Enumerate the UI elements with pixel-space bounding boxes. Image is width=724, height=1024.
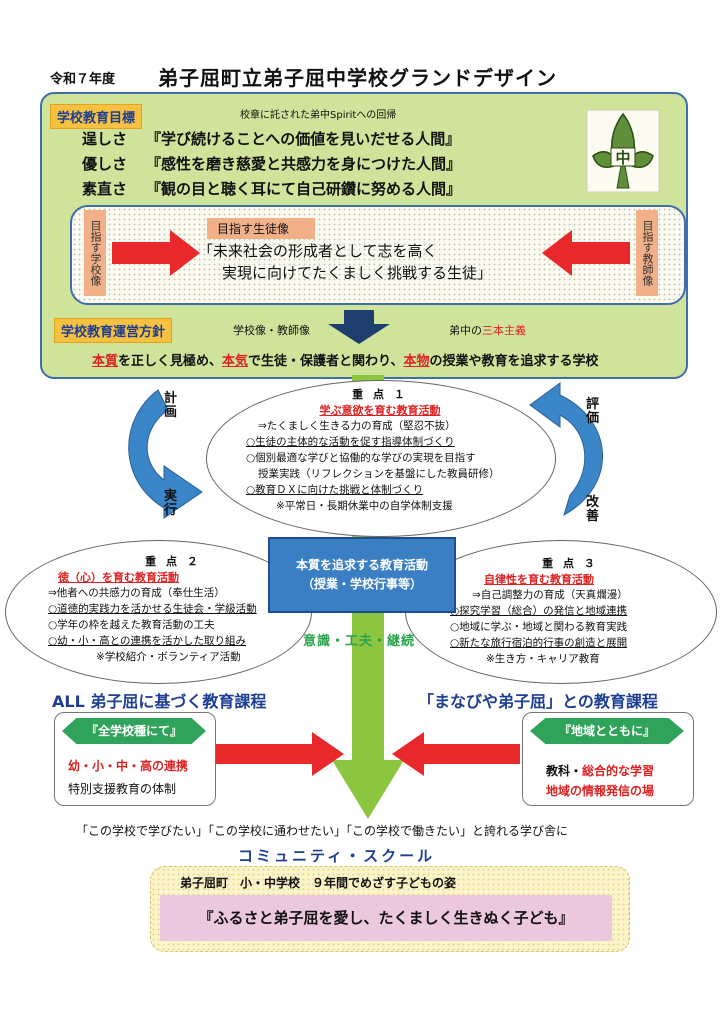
focus2-line: ⇒他者への共感力の育成（奉仕生活）	[48, 587, 225, 599]
focus3-line: ※生き方・キャリア教育	[486, 653, 600, 665]
goals-tag: 学校教育目標	[50, 104, 143, 129]
ideal-student-line1: 「未来社会の形成者として志を高く	[198, 242, 438, 260]
right-curriculum-line1b: 総合的な学習	[582, 764, 655, 778]
focus1-line: ○教育ＤＸに向けた挑戦と体制づくり	[246, 484, 424, 496]
focus2-title: 徳（心）を育む教育活動	[58, 571, 179, 584]
goal-key: 優しさ	[82, 155, 128, 173]
ideal-student-tag: 目指す生徒像	[207, 218, 316, 239]
goal-text: 『観の目と聴く耳にて自己研鑽に努める人間』	[146, 180, 462, 198]
policy-text: で生徒・保護者と関わり、	[248, 354, 404, 369]
policy-text: を正しく見極め、	[118, 354, 223, 369]
focus3-content: 重 点 ３ 自律性を育む教育活動 ⇒自己調整力の育成（天真爛漫） ○探究学習（総…	[450, 555, 690, 667]
focus1-head: 重 点 １	[352, 388, 408, 401]
management-sub2: 弟中の三本主義	[449, 322, 526, 338]
ideal-panel	[70, 205, 686, 305]
goals-subtitle: 校章に託された弟中Spiritへの回帰	[240, 110, 397, 121]
left-curriculum-line2: 特別支援教育の体制	[68, 782, 177, 796]
policy-keyword: 本気	[222, 354, 249, 369]
cycle-plan: 計画	[164, 391, 178, 420]
left-curriculum-line1: 幼・小・中・高の連携	[68, 759, 189, 773]
focus2-line: ○道徳的実践力を活かせる生徒会・学級活動	[48, 603, 257, 615]
management-policy-line: 本質を正しく見極め、本気で生徒・保護者と関わり、本物の授業や教育を追求する学校	[92, 350, 599, 369]
focus1-ellipse	[206, 380, 556, 537]
focus3-head: 重 点 ３	[542, 557, 598, 570]
goal-row-1: 逞しさ『学び続けることへの価値を見いだせる人間』	[82, 128, 460, 149]
focus1-line: 授業実践（リフレクションを基盤にした教員研修）	[258, 468, 500, 480]
right-curriculum-heading: 「まなびや弟子屈」との教育課程	[418, 692, 658, 711]
focus2-ellipse	[5, 540, 312, 684]
vision-goal: 『ふるさと弟子屈を愛し、たくましく生きぬく子ども』	[160, 895, 612, 941]
focus3-line: ○新たな旅行宿泊的行事の創造と展開	[450, 637, 628, 649]
pdca-right-arrow-icon	[529, 382, 603, 517]
left-arrow-icon	[392, 732, 520, 776]
left-curriculum-heading: ALL 弟子屈に基づく教育課程	[52, 692, 267, 711]
focus1-content: 重 点 １ 学ぶ意欲を育む教育活動 ⇒たくましく生きる力の育成（堅忍不抜） ○生…	[236, 386, 524, 514]
cycle-act: 改善	[586, 495, 600, 524]
right-arrow-icon	[216, 732, 344, 776]
management-sub2-red: 三本主義	[482, 324, 526, 337]
focus2-line: ○幼・小・高との連携を活かした取り組み	[48, 635, 247, 647]
focus3-ellipse	[405, 540, 717, 684]
goal-row-3: 素直さ『観の目と聴く耳にて自己研鑽に努める人間』	[82, 178, 461, 199]
down-arrow-icon	[328, 310, 390, 344]
left-arrow-icon	[542, 230, 630, 276]
policy-text: の授業や教育を追求する学校	[429, 354, 599, 369]
focus2-head: 重 点 ２	[145, 555, 201, 568]
school-emblem-icon: 中	[586, 109, 660, 193]
goal-text: 『感性を磨き慈愛と共感力を身につけた人間』	[146, 155, 462, 173]
management-tag: 学校教育運営方針	[54, 318, 173, 343]
goal-row-2: 優しさ『感性を磨き慈愛と共感力を身につけた人間』	[82, 153, 461, 174]
proud-statement: 「この学校で学びたい」「この学校に通わせたい」「この学校で働きたい」と誇れる学び…	[76, 824, 569, 838]
ideal-school-label: 目指す学校像	[84, 210, 106, 296]
right-curriculum-line1a: 教科・	[546, 764, 583, 778]
right-curriculum-hex: 『地域とともに』	[530, 718, 684, 744]
ideal-student-line2: 実現に向けてたくましく挑戦する生徒」	[222, 264, 493, 282]
focus3-line: ⇒自己調整力の育成（天真爛漫）	[472, 589, 628, 601]
pdca-left-arrow-icon	[128, 389, 203, 519]
focus2-line: ○学年の枠を越えた教育活動の工夫	[48, 619, 215, 631]
emblem-char: 中	[615, 149, 630, 167]
ideal-teacher-label: 目指す教師像	[636, 210, 658, 296]
management-sub1: 学校像・教師像	[233, 324, 310, 337]
core-activity-line1: 本質を追求する教育活動	[295, 558, 428, 572]
focus2-line: ※学校紹介・ボランティア活動	[96, 651, 241, 663]
policy-keyword: 本物	[403, 354, 430, 369]
vision-subtitle: 弟子屈町 小・中学校 ９年間でめざす子どもの姿	[180, 876, 457, 890]
focus1-line: ※平常日・長期休業中の自学体制支援	[276, 500, 453, 512]
core-activity-box: 本質を追求する教育活動 （授業・学校行事等）	[268, 537, 456, 613]
cycle-check: 評価	[586, 397, 600, 426]
left-curriculum-hex: 『全学校種にて』	[62, 718, 206, 744]
focus3-line: ○探究学習（総合）の発信と地域連携	[450, 605, 628, 617]
community-school-label: コミュニティ・スクール	[238, 847, 436, 865]
slogan: 意識・工夫・継続	[303, 634, 416, 649]
goal-key: 素直さ	[82, 180, 128, 198]
right-curriculum-line2: 地域の情報発信の場	[546, 784, 655, 798]
ideal-student-text: 「未来社会の形成者として志を高く 実現に向けてたくましく挑戦する生徒」	[198, 240, 492, 284]
core-activity-line2: （授業・学校行事等）	[301, 577, 422, 591]
focus2-content: 重 点 ２ 徳（心）を育む教育活動 ⇒他者への共感力の育成（奉仕生活） ○道徳的…	[48, 553, 298, 665]
right-curriculum-line1: 教科・総合的な学習	[546, 762, 654, 779]
fiscal-year: 令和７年度	[50, 72, 116, 87]
right-arrow-icon	[112, 230, 200, 276]
goal-key: 逞しさ	[82, 130, 128, 148]
focus1-line: ⇒たくましく生きる力の育成（堅忍不抜）	[258, 420, 456, 432]
goal-text: 『学び続けることへの価値を見いだせる人間』	[146, 130, 461, 148]
focus1-title: 学ぶ意欲を育む教育活動	[319, 404, 441, 417]
page-title: 弟子屈町立弟子屈中学校グランドデザイン	[158, 66, 557, 90]
focus1-line: ○生徒の主体的な活動を促す指導体制づくり	[246, 436, 455, 448]
management-sub2-prefix: 弟中の	[449, 324, 482, 337]
policy-keyword: 本質	[92, 354, 119, 369]
focus3-line: ○地域に学ぶ・地域と関わる教育実践	[450, 621, 628, 633]
focus1-line: ○個別最適な学びと協働的な学びの実現を目指す	[246, 452, 476, 464]
focus3-title: 自律性を育む教育活動	[484, 573, 594, 586]
cycle-do: 実行	[164, 489, 178, 518]
